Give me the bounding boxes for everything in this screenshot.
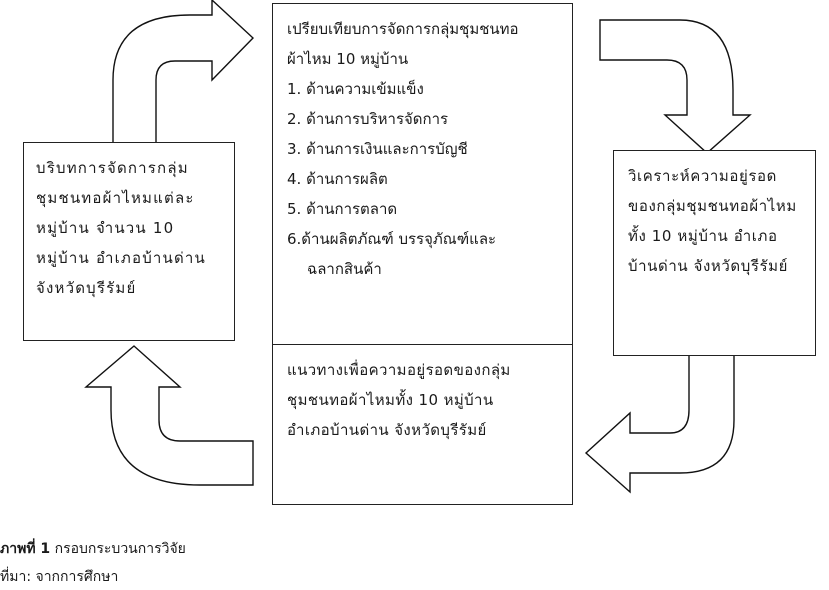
text-line: วิเคราะห์ความอยู่รอด [628,167,777,185]
box-title-line: เปรียบเทียบการจัดการกลุ่มชุมชนทอ [287,20,519,38]
text-line: จังหวัดบุรีรัมย์ [36,279,137,297]
text-line: ของกลุ่มชุมชนทอผ้าไหม [628,197,797,215]
list-item: 6.ด้านผลิตภัณฑ์ บรรจุภัณฑ์และ [287,230,497,248]
figure-title: กรอบกระบวนการวิจัย [54,541,186,557]
analysis-box: วิเคราะห์ความอยู่รอด ของกลุ่มชุมชนทอผ้าไ… [613,150,816,356]
list-item-continuation: ฉลากสินค้า [307,260,382,278]
arrow-left-up-icon [84,345,254,486]
list-item: 1. ด้านความเข้มแข็ง [287,80,424,98]
text-line: ชุมชนทอผ้าไหมทั้ง 10 หมู่บ้าน [287,391,494,409]
context-box: บริบทการจัดการกลุ่ม ชุมชนทอผ้าไหมแต่ละ ห… [23,142,235,341]
list-item: 5. ด้านการตลาด [287,200,398,218]
text-line: หมู่บ้าน อำเภอบ้านด่าน [36,249,207,267]
arrow-right-down-icon [599,19,752,154]
box-title-line: ผ้าไหม 10 หมู่บ้าน [287,50,409,68]
arrow-down-left-icon [584,353,735,494]
text-line: แนวทางเพื่อความอยู่รอดของกลุ่ม [287,361,511,379]
text-line: บ้านด่าน จังหวัดบุรีรัมย์ [628,257,789,275]
text-line: อำเภอบ้านด่าน จังหวัดบุรีรัมย์ [287,421,487,439]
list-item: 4. ด้านการผลิต [287,170,388,188]
comparison-box: เปรียบเทียบการจัดการกลุ่มชุมชนทอ ผ้าไหม … [272,3,573,346]
text-line: ชุมชนทอผ้าไหมแต่ละ [36,189,195,207]
figure-caption: ภาพที่ 1 กรอบกระบวนการวิจัย [0,538,186,560]
figure-source: ที่มา: จากการศึกษา [0,569,119,585]
list-item: 3. ด้านการเงินและการบัญชี [287,140,468,158]
text-line: หมู่บ้าน จำนวน 10 [36,219,175,237]
figure-label: ภาพที่ 1 [0,541,51,557]
list-item: 2. ด้านการบริหารจัดการ [287,110,449,128]
text-line: บริบทการจัดการกลุ่ม [36,159,189,177]
text-line: ทั้ง 10 หมู่บ้าน อำเภอ [628,227,778,245]
arrow-up-right-icon [112,0,255,147]
guideline-box: แนวทางเพื่อความอยู่รอดของกลุ่ม ชุมชนทอผ้… [272,344,573,505]
